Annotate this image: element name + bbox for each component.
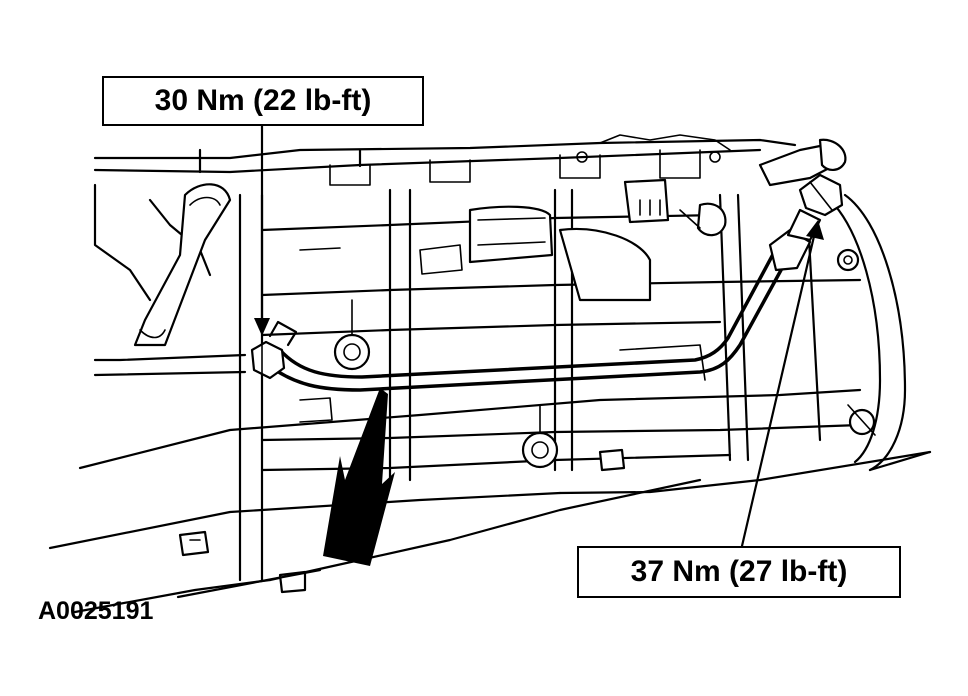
torque-callout-top: 30 Nm (22 lb-ft) xyxy=(102,76,424,126)
leader-bottom xyxy=(740,220,824,548)
leader-top xyxy=(254,124,270,336)
torque-callout-bottom: 37 Nm (27 lb-ft) xyxy=(577,546,901,598)
tube-nut-right xyxy=(768,228,812,272)
figure-id-label: A0025191 xyxy=(38,597,154,625)
cooler-line xyxy=(250,173,844,392)
transmission-case xyxy=(48,134,932,614)
direction-arrow xyxy=(323,388,395,566)
tube-nut-left xyxy=(250,340,286,380)
figure-leader xyxy=(176,568,322,599)
